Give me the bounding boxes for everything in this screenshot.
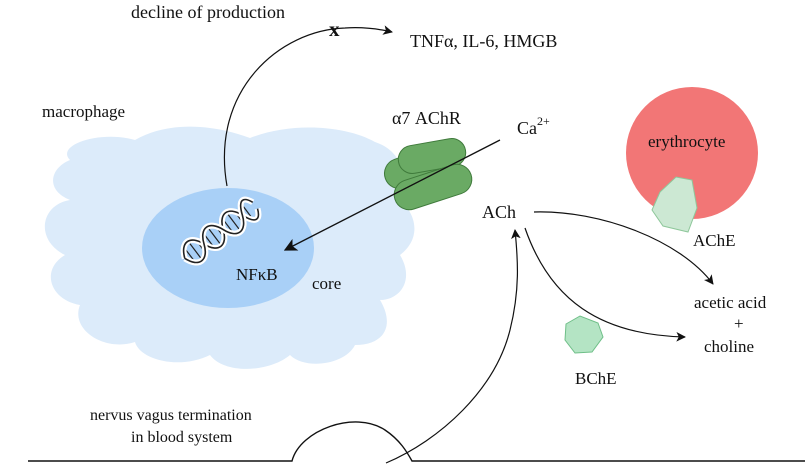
label-macrophage: macrophage: [42, 102, 125, 121]
arrow-ach-to-products-upper: [533, 211, 714, 285]
label-nfkb: NFκB: [236, 265, 278, 284]
label-ach: ACh: [482, 202, 516, 222]
label-vagus-line1: nervus vagus termination: [90, 407, 252, 424]
label-core: core: [312, 274, 341, 293]
label-decline: decline of production: [131, 2, 285, 22]
label-calcium-base: Ca: [517, 118, 537, 138]
label-cytokines: TNFα, IL-6, HMGB: [410, 31, 557, 51]
label-choline: choline: [704, 337, 754, 356]
dna-helix-icon: [180, 196, 262, 266]
label-plus: +: [734, 314, 744, 333]
arrow-ach-to-products-lower: [524, 227, 686, 342]
label-calcium-charge: 2+: [537, 114, 550, 128]
label-ache: AChE: [693, 231, 736, 250]
label-vagus-line2: in blood system: [131, 429, 233, 446]
bche-enzyme-icon: [564, 315, 604, 354]
label-acetic-acid: acetic acid: [694, 293, 767, 312]
label-calcium: Ca2+: [517, 114, 550, 138]
erythrocyte: [626, 87, 758, 219]
label-erythrocyte: erythrocyte: [648, 132, 725, 151]
label-x-mark: x: [329, 17, 340, 41]
arrow-vagus-to-ach: [385, 229, 521, 464]
arrow-calcium-to-nucleus: [283, 139, 501, 251]
label-receptor: α7 AChR: [392, 108, 461, 128]
receptor-icon: [384, 138, 473, 211]
arrow-decline-production: [223, 25, 393, 187]
ache-enzyme-icon: [651, 176, 698, 233]
label-bche: BChE: [575, 369, 617, 388]
nucleus: [142, 188, 314, 308]
